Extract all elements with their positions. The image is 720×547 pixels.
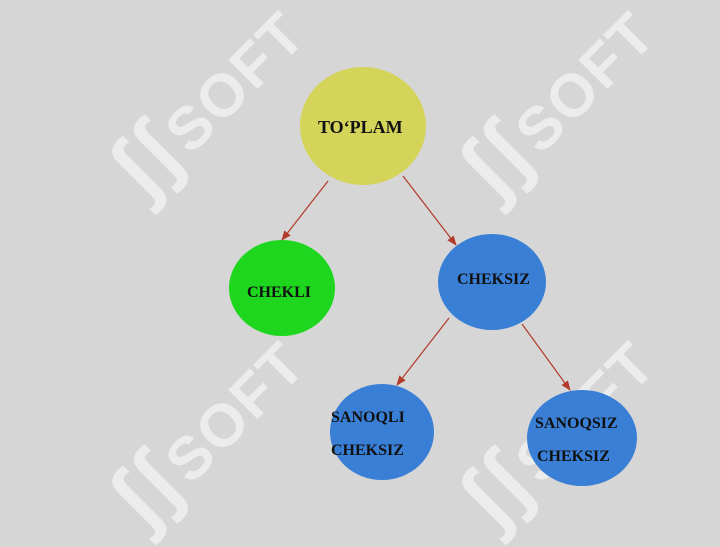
edge-root-finite xyxy=(281,180,329,241)
countable-infinite-node xyxy=(330,384,434,480)
root-node xyxy=(300,67,426,185)
uncountable-infinite-node xyxy=(527,390,637,486)
uncountable-label-line2: CHEKSIZ xyxy=(537,448,610,465)
edge-root-infinite xyxy=(402,175,457,246)
infinite-node xyxy=(438,234,546,330)
countable-label-line1: SANOQLI xyxy=(331,409,405,426)
finite-node xyxy=(229,240,335,336)
root-label: TO‘PLAM xyxy=(318,117,403,137)
infinite-label: CHEKSIZ xyxy=(457,271,530,288)
countable-label-line2: CHEKSIZ xyxy=(331,442,404,459)
finite-label: CHEKLI xyxy=(247,284,312,301)
edge-infinite-countable xyxy=(396,317,450,386)
uncountable-label-line1: SANOQSIZ xyxy=(535,415,618,432)
edge-infinite-uncountable xyxy=(521,323,571,391)
